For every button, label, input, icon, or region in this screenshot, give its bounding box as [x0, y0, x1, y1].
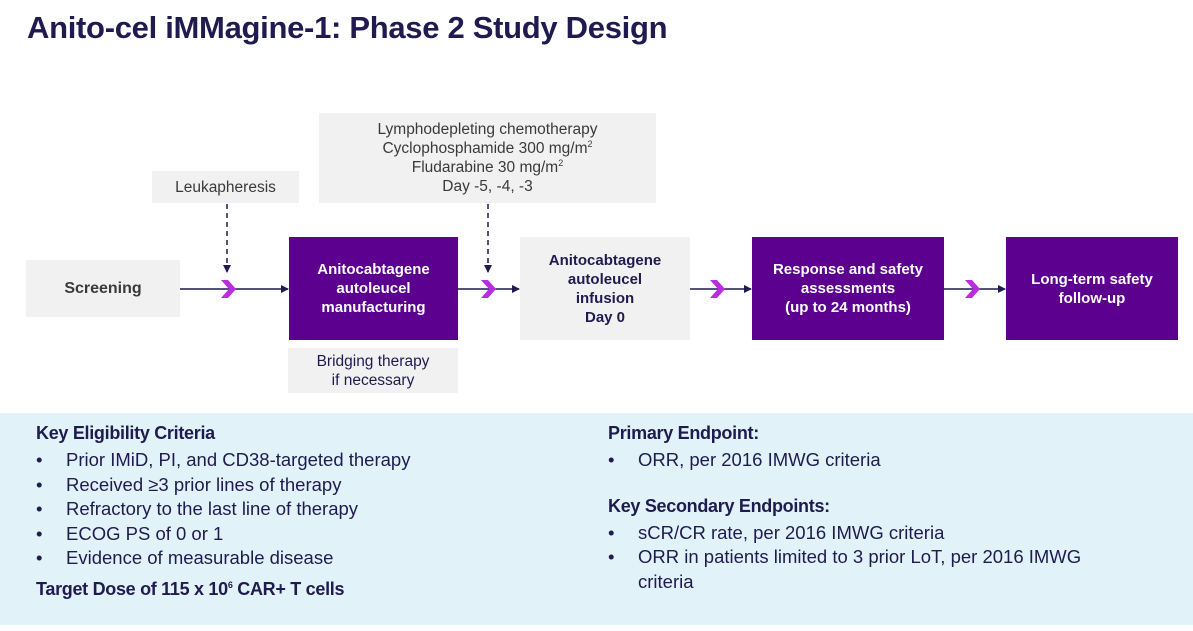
primary-endpoint-heading: Primary Endpoint: — [608, 423, 759, 443]
chevron-right-icon — [221, 280, 236, 298]
page-title: Anito-cel iMMagine-1: Phase 2 Study Desi… — [27, 10, 668, 45]
lymphodepleting-days: Day -5, -4, -3 — [442, 178, 533, 195]
eligibility-list: Prior IMiD, PI, and CD38-targeted therap… — [36, 448, 576, 571]
lymphodepleting-line2: Cyclophosphamide 300 mg/m2 — [382, 139, 592, 158]
dose-prefix: Target Dose of 115 x 10 — [36, 578, 228, 599]
dose-suffix: CAR+ T cells — [232, 578, 345, 599]
step-label-line: Response and safety — [772, 261, 924, 278]
step-label-line: manufacturing — [321, 299, 426, 316]
endpoints-section: Primary Endpoint: ORR, per 2016 IMWG cri… — [608, 423, 1148, 594]
eligibility-heading: Key Eligibility Criteria — [36, 423, 215, 443]
lymphodepleting-note: Lymphodepleting chemotherapy Cyclophosph… — [319, 113, 656, 203]
step-label-line: assessments — [800, 280, 896, 297]
step-long-term-follow-up: Long-term safety follow-up — [1006, 237, 1178, 340]
eligibility-item: Prior IMiD, PI, and CD38-targeted therap… — [36, 448, 576, 473]
primary-endpoint-item: ORR, per 2016 IMWG criteria — [608, 448, 1148, 473]
step-infusion: Anitocabtagene autoleucel infusion Day 0 — [520, 237, 690, 340]
bridging-line2: if necessary — [331, 371, 415, 389]
step-assessments: Response and safety assessments (up to 2… — [752, 237, 944, 340]
step-label-line: infusion — [575, 289, 635, 307]
leukapheresis-note: Leukapheresis — [152, 171, 299, 203]
dose-superscript: 6 — [227, 579, 233, 590]
eligibility-item: Evidence of measurable disease — [36, 546, 576, 571]
eligibility-item: ECOG PS of 0 or 1 — [36, 522, 576, 547]
step-label-line: follow-up — [1058, 289, 1126, 307]
flow-connectors — [180, 204, 1006, 298]
criteria-panel: Key Eligibility Criteria Prior IMiD, PI,… — [0, 413, 1193, 625]
secondary-endpoints-heading: Key Secondary Endpoints: — [608, 495, 830, 516]
chevron-right-icon — [481, 280, 496, 298]
step-label-line: autoleucel — [336, 280, 411, 297]
cyclophosphamide-dose: Cyclophosphamide 300 mg/m — [382, 140, 588, 157]
chevron-right-icon — [710, 280, 725, 298]
primary-endpoint-list: ORR, per 2016 IMWG criteria — [608, 448, 1148, 473]
step-label-line: Anitocabtagene — [548, 251, 662, 269]
step-label-line: autoleucel — [567, 270, 643, 288]
superscript: 2 — [587, 138, 593, 149]
step-label-line: Anitocabtagene — [317, 261, 430, 278]
secondary-endpoint-item: ORR in patients limited to 3 prior LoT, … — [608, 545, 1118, 594]
step-label-line: (up to 24 months) — [785, 299, 911, 316]
eligibility-section: Key Eligibility Criteria Prior IMiD, PI,… — [36, 423, 576, 600]
step-screening-label: Screening — [64, 279, 142, 297]
chevron-right-icon — [965, 280, 980, 298]
lymphodepleting-line3: Fludarabine 30 mg/m2 — [412, 158, 563, 177]
step-manufacturing: Anitocabtagene autoleucel manufacturing — [289, 237, 458, 340]
eligibility-item: Received ≥3 prior lines of therapy — [36, 473, 576, 498]
step-label-line: Long-term safety — [1031, 270, 1153, 288]
step-screening: Screening — [26, 260, 180, 317]
superscript: 2 — [558, 157, 564, 168]
lymphodepleting-line1: Lymphodepleting chemotherapy — [377, 121, 598, 138]
target-dose: Target Dose of 115 x 106 CAR+ T cells — [36, 579, 576, 600]
secondary-endpoints-list: sCR/CR rate, per 2016 IMWG criteria ORR … — [608, 521, 1148, 595]
step-label-line: Day 0 — [584, 308, 626, 326]
leukapheresis-label: Leukapheresis — [175, 178, 276, 196]
eligibility-item: Refractory to the last line of therapy — [36, 497, 576, 522]
bridging-therapy-note: Bridging therapy if necessary — [288, 348, 458, 393]
fludarabine-dose: Fludarabine 30 mg/m — [411, 159, 559, 176]
bridging-line1: Bridging therapy — [316, 352, 430, 370]
secondary-endpoint-item: sCR/CR rate, per 2016 IMWG criteria — [608, 521, 1148, 546]
